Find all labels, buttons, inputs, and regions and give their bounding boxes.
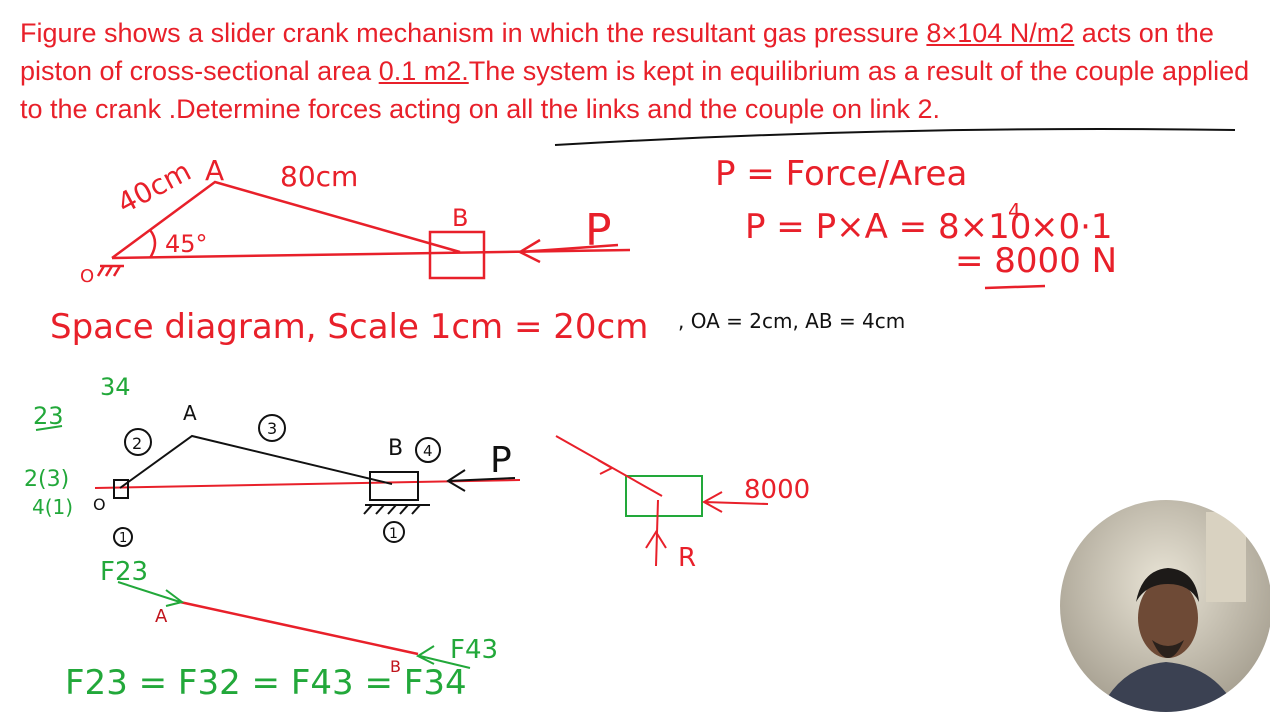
space-point-o: O <box>93 495 106 514</box>
pivot-o <box>113 479 129 499</box>
space-point-a: A <box>183 401 197 425</box>
slider-fbd-box <box>625 475 703 517</box>
ground-1-label: 1 <box>119 531 127 546</box>
ground-1b-label: 1 <box>389 526 398 542</box>
rod-fbd-f23-arrow <box>117 581 185 607</box>
figure-point-b: B <box>452 204 468 232</box>
slider-fbd-8000-arrow <box>701 491 769 513</box>
links-oa-ab <box>119 434 393 489</box>
calc-line-3: = 8000 N <box>955 241 1117 281</box>
ab-length-label: 80cm <box>280 160 358 193</box>
link-3-label: 3 <box>267 419 277 438</box>
rod-fbd-point-a: A <box>155 606 168 627</box>
slider-fbd-rod-force <box>555 435 663 497</box>
rod-fbd-point-b: B <box>390 657 401 676</box>
problem-area: 0.1 m2. <box>378 56 469 86</box>
problem-statement: Figure shows a slider crank mechanism in… <box>20 14 1260 128</box>
figure-point-o: O <box>80 266 94 287</box>
ground-1b-circle <box>383 521 405 543</box>
presenter-hair <box>1136 568 1199 602</box>
link-4-label: 4 <box>423 442 433 460</box>
space-force-arrow <box>446 469 516 492</box>
figure-point-a: A <box>205 154 224 187</box>
presenter-beard <box>1152 640 1184 658</box>
fixed-support <box>96 264 124 277</box>
rod-fbd-f23-label: F23 <box>100 557 148 587</box>
force-equation: F23 = F32 = F43 = F34 <box>65 663 467 703</box>
rod-fbd: F23 F43 A B <box>100 557 498 676</box>
statement-underline <box>554 128 1236 146</box>
link-4-circle <box>415 437 441 463</box>
space-diagram-dims: , OA = 2cm, AB = 4cm <box>678 309 905 333</box>
oa-length-label: 40cm <box>112 154 197 220</box>
webcam-overlay <box>1056 496 1270 716</box>
slider-fbd: 8000 R <box>555 435 810 573</box>
space-point-b: B <box>388 436 403 461</box>
pair-23-underline <box>35 425 63 431</box>
slider-box <box>428 230 486 280</box>
link-3-circle <box>258 414 286 442</box>
pair-34-label: 34 <box>100 373 131 401</box>
piston-box <box>369 471 419 501</box>
calc-exponent: 4 <box>1008 199 1021 223</box>
ground-1-circle <box>113 527 133 547</box>
figure-force-p: P <box>585 205 612 256</box>
space-diagram-heading: Space diagram, Scale 1cm = 20cm <box>50 307 648 347</box>
pair-23-label: 23 <box>33 402 64 430</box>
mechanism-figure <box>96 180 631 280</box>
slider-fbd-reaction-arrow <box>645 499 667 567</box>
problem-part-2: acts on the piston of cross-sectional ar… <box>20 18 1214 86</box>
space-force-p: P <box>490 440 512 481</box>
ground-hatch <box>363 504 430 515</box>
calc-line-2: P = P×A = 8×10 <box>745 207 1031 247</box>
result-underline <box>984 284 1046 290</box>
slider-fbd-reaction-label: R <box>678 543 696 573</box>
problem-part-3: The system is kept in equilibrium as a r… <box>20 56 1250 124</box>
webcam-border <box>1056 496 1270 716</box>
angle-label: 45° <box>165 230 208 258</box>
link-2-circle <box>124 428 152 456</box>
rod-fbd-f43-arrow <box>415 645 471 669</box>
link-2-label: 2 <box>132 434 142 453</box>
rod-fbd-f43-label: F43 <box>450 635 498 665</box>
problem-pressure: 8×104 N/m2 <box>926 18 1075 48</box>
space-diagram: A B P O 2 3 4 1 1 34 23 2(3) 4(1) <box>24 373 521 547</box>
force-p-arrow <box>517 238 619 264</box>
pair-2-3-label: 2(3) <box>24 467 69 492</box>
problem-part-1: Figure shows a slider crank mechanism in… <box>20 18 927 48</box>
presenter-face <box>1138 578 1198 658</box>
pair-41-label: 4(1) <box>32 495 73 519</box>
rod-fbd-line <box>179 600 419 656</box>
crank-and-rod <box>111 180 461 260</box>
calc-line-2-tail: ×0·1 <box>1030 207 1113 247</box>
angle-arc <box>148 229 157 259</box>
slider-fbd-force-label: 8000 <box>744 475 810 505</box>
calc-line-1: P = Force/Area <box>715 154 967 194</box>
